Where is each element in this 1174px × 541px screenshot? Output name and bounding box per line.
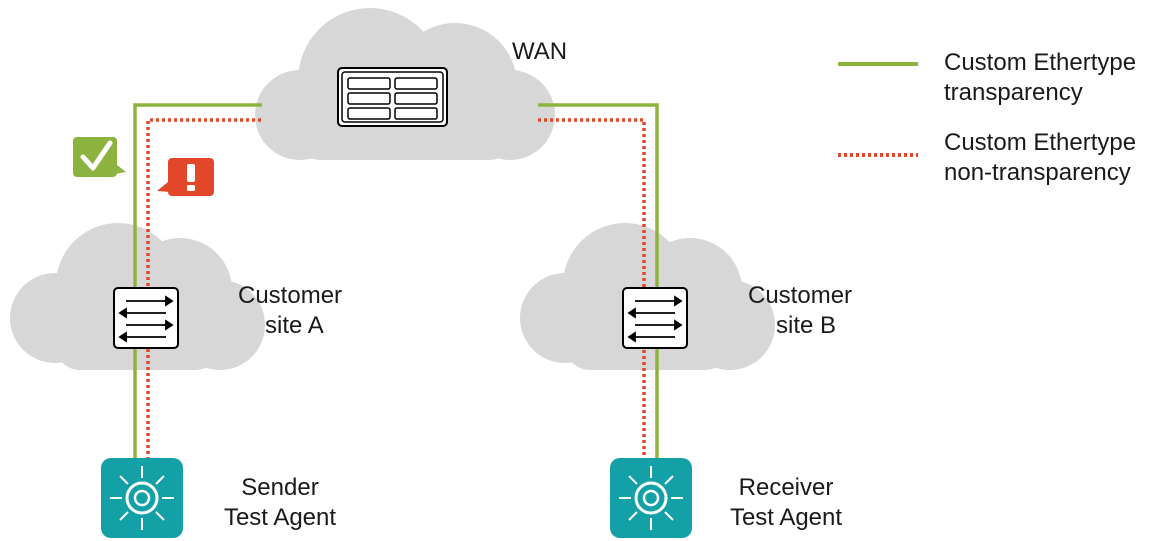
switch-icon-site-a [113, 287, 179, 349]
test-agent-icon-receiver [610, 458, 692, 538]
legend-item-non-transparency-line2: non-transparency [944, 159, 1131, 186]
site-b-label: Customer site B [748, 281, 852, 341]
legend-item-transparency: Custom Ethertype transparency [944, 48, 1136, 108]
sender-label-line1: Sender [241, 474, 319, 501]
test-agent-icon-sender [101, 458, 183, 538]
switch-icon-site-b [622, 287, 688, 349]
receiver-label-line2: Test Agent [729, 504, 843, 531]
site-b-label-line1: Customer [748, 282, 853, 309]
checkmark-icon [73, 137, 126, 177]
site-a-label-line1: Customer [238, 282, 343, 309]
receiver-label: Receiver Test Agent [711, 473, 861, 533]
rack-server-icon [337, 67, 448, 127]
sender-label-line2: Test Agent [223, 504, 337, 531]
exclamation-icon [157, 158, 214, 196]
legend-item-non-transparency: Custom Ethertype non-transparency [944, 128, 1136, 188]
wan-cloud [255, 8, 555, 160]
legend-item-transparency-line2: transparency [944, 79, 1083, 106]
legend-item-non-transparency-line1: Custom Ethertype [944, 129, 1137, 156]
site-a-label: Customer site A [238, 281, 342, 341]
site-b-label-line2: site B [776, 312, 837, 339]
sender-label: Sender Test Agent [205, 473, 355, 533]
wan-label: WAN [512, 38, 568, 65]
legend-item-transparency-line1: Custom Ethertype [944, 49, 1137, 76]
site-a-label-line2: site A [265, 312, 324, 339]
receiver-label-line1: Receiver [738, 474, 834, 501]
